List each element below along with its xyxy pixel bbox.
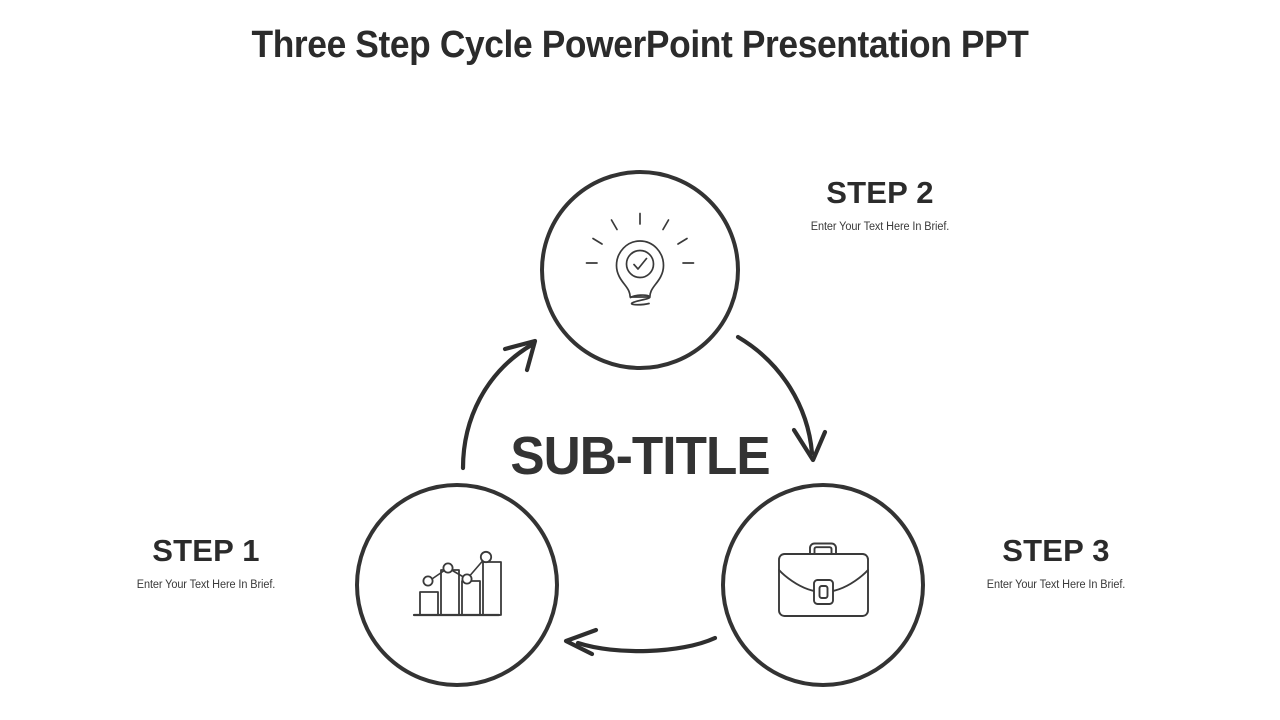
bulb-squiggle-base [629,294,651,306]
step-2-heading: STEP 2 [826,175,934,210]
chart-node-4 [479,550,493,564]
briefcase-clasp [813,579,834,605]
step-3-circle-node[interactable] [721,483,925,687]
arrow-left-head [502,338,538,373]
briefcase-body [778,553,869,617]
arrow-right-head [791,427,828,463]
chart-bar-1 [419,591,439,616]
bulb-rays [585,212,695,264]
bar-chart-line-icon [412,550,502,617]
page-title: Three Step Cycle PowerPoint Presentation… [251,24,1029,66]
bulb-inner-circle [625,249,655,279]
arrow-left-curve [460,341,536,471]
briefcase-lock-keyhole [818,585,829,599]
arrow-bottom-curve [575,635,718,654]
sub-title: SUB-TITLE [510,426,770,486]
step-1-circle-outline [355,483,559,687]
step-1-description: Enter Your Text Here In Brief. [136,579,276,592]
check-icon [633,257,648,270]
step-2-circle-node[interactable] [540,170,740,370]
step-3-label-block: STEP 3 Enter Your Text Here In Brief. [930,533,1182,592]
step-1-label-block: STEP 1 Enter Your Text Here In Brief. [58,533,354,592]
chart-node-3 [461,573,473,585]
chart-node-2 [442,562,454,574]
step-2-description: Enter Your Text Here In Brief. [810,221,950,234]
arrow-left-up [460,338,538,471]
step-2-label-block: STEP 2 Enter Your Text Here In Brief. [762,175,998,234]
arrow-bottom-left [563,627,718,657]
arrow-right-curve [735,334,815,456]
arrow-right-down [735,334,828,463]
bulb-outline [615,240,665,298]
chart-node-1 [422,575,434,587]
step-1-circle-node[interactable] [355,483,559,687]
arrow-bottom-head [563,627,599,657]
step-1-heading: STEP 1 [152,533,260,568]
briefcase-handle [809,542,837,555]
step-2-circle-outline [540,170,740,370]
lightbulb-check-icon [585,212,695,306]
briefcase-icon [778,542,869,617]
step-3-description: Enter Your Text Here In Brief. [986,579,1126,592]
chart-bar-4 [482,561,502,616]
briefcase-handle-inner [813,546,833,555]
chart-trend-line [428,556,487,582]
step-3-heading: STEP 3 [1002,533,1110,568]
